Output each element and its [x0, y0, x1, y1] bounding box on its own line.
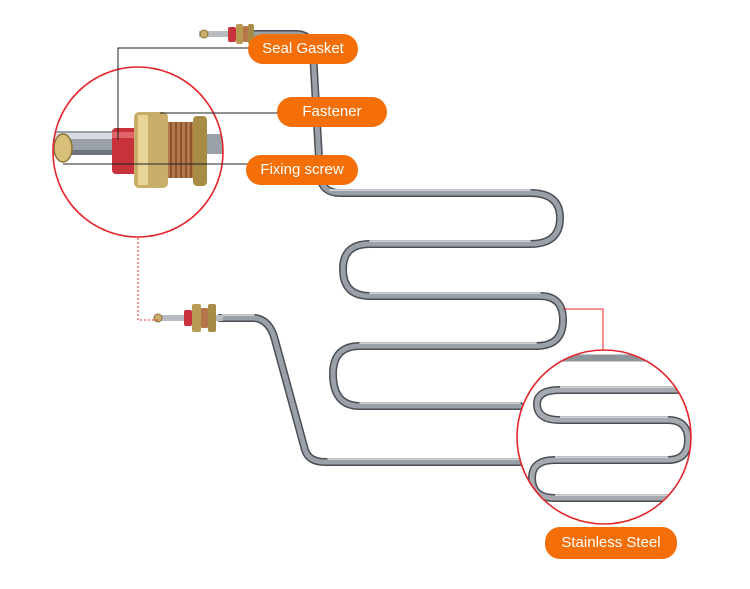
stainless-steel-label: Stainless Steel	[545, 527, 677, 559]
top-terminal	[199, 24, 254, 44]
leader-lines	[63, 47, 604, 350]
tube-detail-callout	[516, 349, 692, 525]
heating-tube	[216, 30, 567, 466]
bottom-terminal	[153, 304, 223, 332]
fixing-screw-label: Fixing screw	[246, 155, 358, 185]
seal-gasket-label: Seal Gasket	[248, 34, 358, 64]
terminal-detail-callout	[52, 66, 224, 238]
fastener-label: Fastener	[277, 97, 387, 127]
